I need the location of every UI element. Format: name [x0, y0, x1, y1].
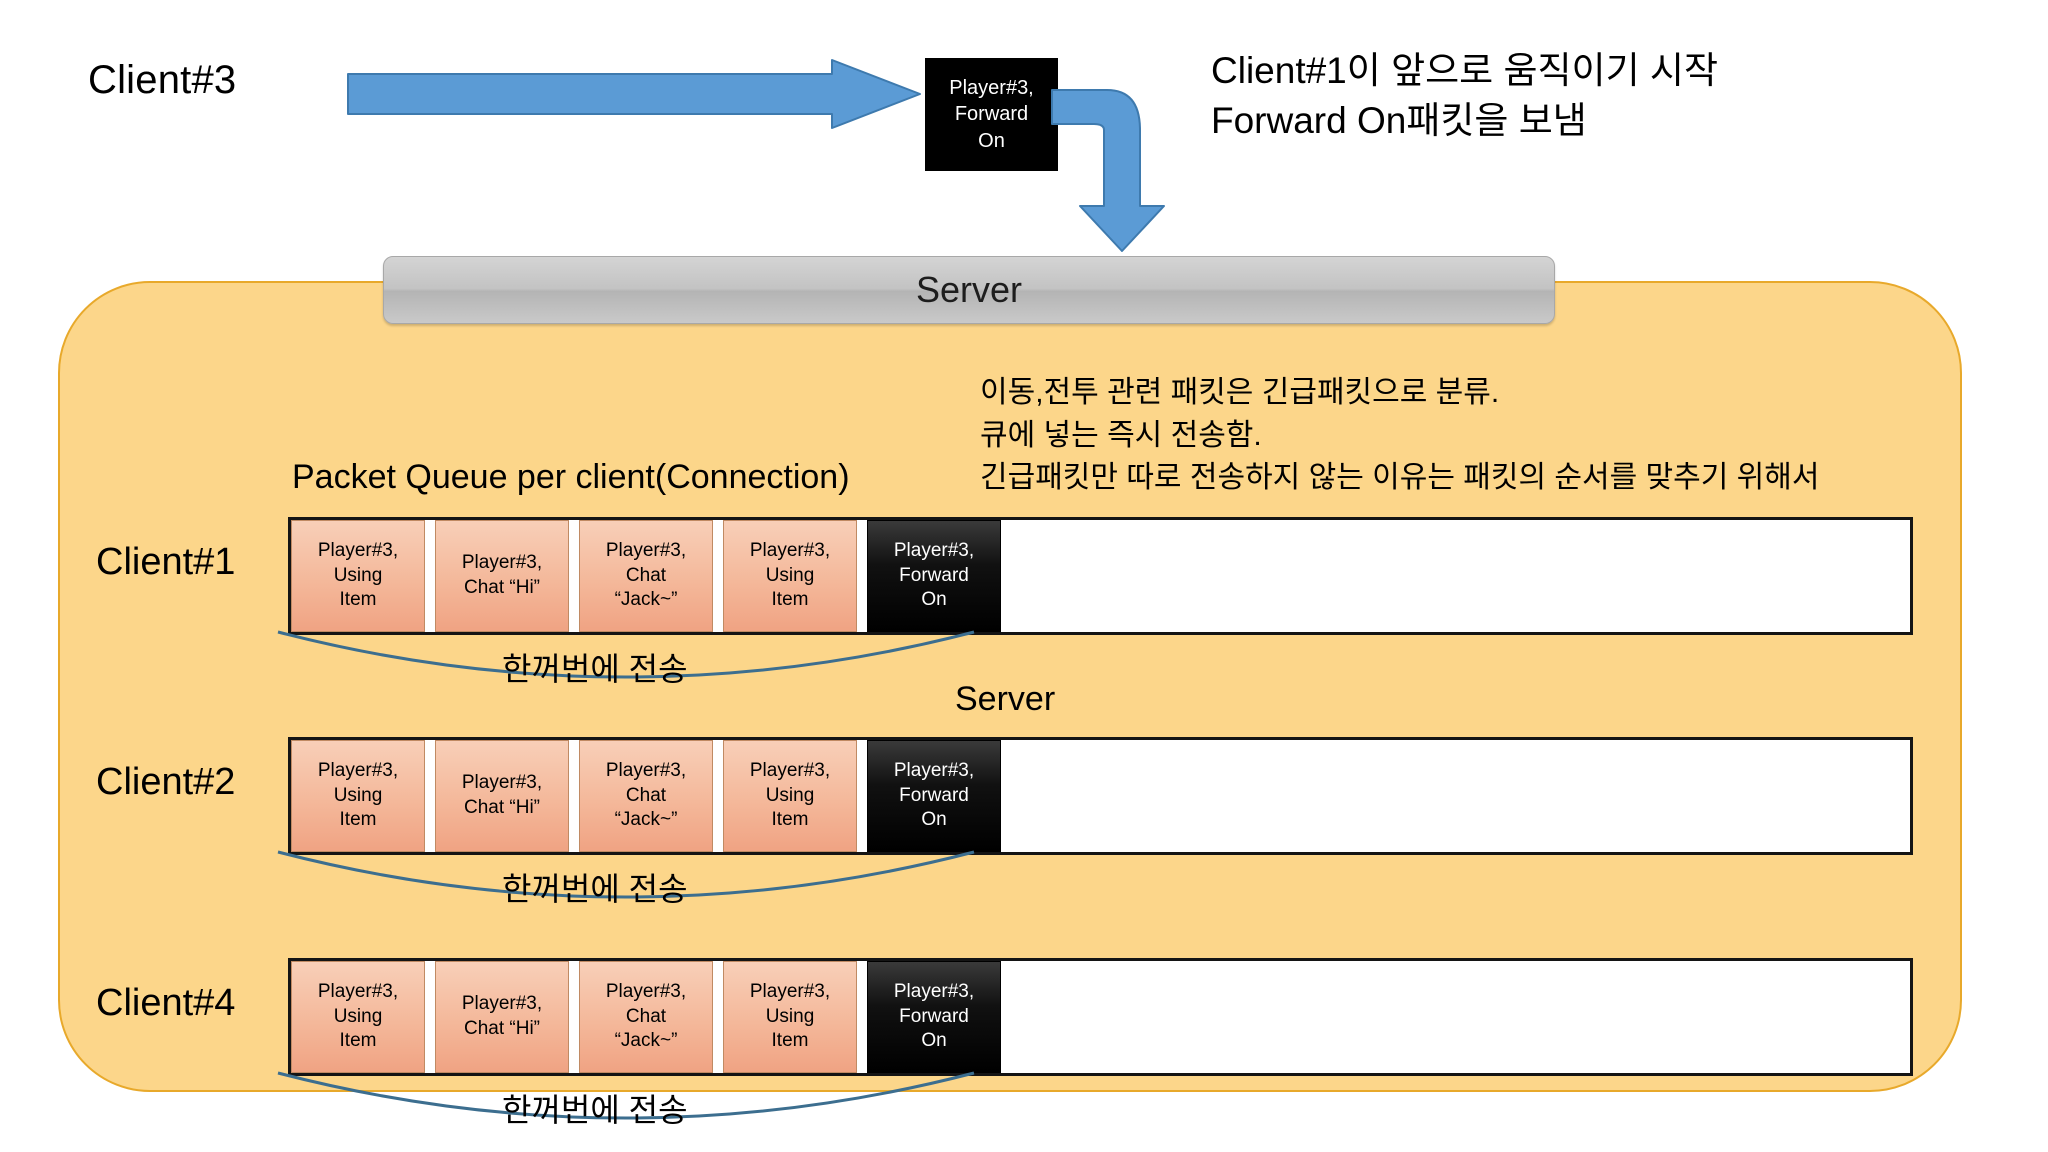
packet-cell: Player#3, Using Item	[723, 740, 857, 852]
client-row-label-1: Client#1	[96, 541, 236, 583]
server-bar-label: Server	[915, 269, 1023, 310]
forward-on-packet-box: Player#3, Forward On	[925, 58, 1058, 171]
blue-elbow-arrow-icon	[1051, 88, 1212, 253]
client-row-label-2: Client#2	[96, 761, 236, 803]
packet-cell-label: Player#3, Forward On	[893, 980, 975, 1052]
packet-cell-label: Player#3, Chat “Hi”	[461, 552, 543, 598]
packet-queue-caption: Packet Queue per client(Connection)	[292, 458, 850, 496]
urgent-packet-annotation: 이동,전투 관련 패킷은 긴급패킷으로 분류. 큐에 넣는 즉시 전송함. 긴급…	[980, 376, 1820, 495]
packet-cell-label: Player#3, Chat “Hi”	[461, 772, 543, 818]
client3-label: Client#3	[88, 58, 237, 102]
packet-cell: Player#3, Using Item	[291, 740, 425, 852]
packet-cell-urgent: Player#3, Forward On	[867, 520, 1001, 632]
packet-cell-label: Player#3, Chat “Hi”	[461, 993, 543, 1039]
packet-cell: Player#3, Chat “Hi”	[435, 520, 569, 632]
batch-send-arc-2	[276, 850, 976, 910]
packet-queue-row-3: Player#3, Using Item Player#3, Chat “Hi” P…	[288, 958, 1913, 1076]
packet-cell-urgent: Player#3, Forward On	[867, 740, 1001, 852]
packet-cell: Player#3, Chat “Hi”	[435, 961, 569, 1073]
packet-cell-label: Player#3, Using Item	[749, 980, 831, 1052]
packet-cell-urgent: Player#3, Forward On	[867, 961, 1001, 1073]
top-annotation-text: Client#1이 앞으로 움직이기 시작 Forward On패킷을 보냄	[1211, 50, 1718, 141]
packet-cell-label: Player#3, Using Item	[749, 539, 831, 611]
packet-cell-label: Player#3, Forward On	[893, 759, 975, 831]
packet-cell-label: Player#3, Chat “Jack~”	[605, 980, 687, 1052]
packet-cell-label: Player#3, Chat “Jack~”	[605, 759, 687, 831]
packet-cell-label: Player#3, Using Item	[749, 759, 831, 831]
forward-on-packet-text: Player#3, Forward On	[949, 76, 1034, 152]
client-queue-panel	[58, 281, 1962, 1092]
packet-cell-label: Player#3, Using Item	[317, 759, 399, 831]
batch-send-caption-3: 한꺼번에 전송	[502, 1092, 688, 1128]
packet-cell-label: Player#3, Forward On	[893, 539, 975, 611]
packet-cell-label: Player#3, Using Item	[317, 539, 399, 611]
client-row-label-3: Client#4	[96, 982, 236, 1024]
packet-queue-row-2: Player#3, Using Item Player#3, Chat “Hi” P…	[288, 737, 1913, 855]
batch-send-arc-3	[276, 1071, 976, 1131]
batch-send-arc-1	[276, 630, 976, 690]
server-mid-label: Server	[955, 680, 1056, 718]
packet-cell: Player#3, Using Item	[291, 520, 425, 632]
batch-send-caption-2: 한꺼번에 전송	[502, 871, 688, 907]
packet-cell: Player#3, Chat “Jack~”	[579, 740, 713, 852]
packet-cell: Player#3, Using Item	[291, 961, 425, 1073]
packet-cell: Player#3, Chat “Jack~”	[579, 961, 713, 1073]
packet-cell: Player#3, Using Item	[723, 520, 857, 632]
batch-send-caption-1: 한꺼번에 전송	[502, 651, 688, 687]
blue-right-arrow-icon	[346, 58, 922, 130]
packet-cell: Player#3, Chat “Jack~”	[579, 520, 713, 632]
packet-cell: Player#3, Using Item	[723, 961, 857, 1073]
packet-cell: Player#3, Chat “Hi”	[435, 740, 569, 852]
packet-queue-row-1: Player#3, Using Item Player#3, Chat “Hi” P…	[288, 517, 1913, 635]
packet-cell-label: Player#3, Chat “Jack~”	[605, 539, 687, 611]
server-bar: Server	[383, 256, 1555, 324]
packet-cell-label: Player#3, Using Item	[317, 980, 399, 1052]
